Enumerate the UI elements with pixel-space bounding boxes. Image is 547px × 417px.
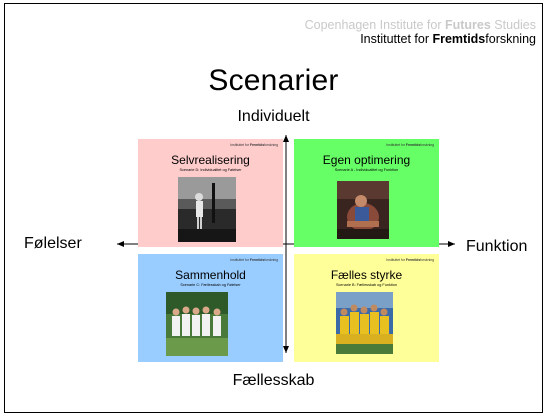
card-institute-label: Instituttet for Fremtidsforskning <box>386 258 434 262</box>
axis-label-faellesskab: Fællesskab <box>232 372 315 389</box>
card-subtitle: Scenarie C: Fællesskab og Følelser <box>180 283 241 287</box>
institute-danish-bold: Fremtids <box>432 32 486 46</box>
card-title: Selvrealisering <box>171 153 250 167</box>
card-title: Fælles styrke <box>330 268 403 282</box>
card-institute-label: Instituttet for Fremtidsforskning <box>230 143 278 147</box>
card-title: Egen optimering <box>322 153 411 167</box>
card-subtitle: Scenarie D: Individualitet og Følelser <box>179 168 242 172</box>
institute-english-suffix: Studies <box>490 18 536 32</box>
seated-person-photo <box>337 181 389 239</box>
institute-danish-prefix: Instituttet for <box>360 32 433 46</box>
institute-english-prefix: Copenhagen Institute for <box>304 18 445 32</box>
institute-danish-suffix: forskning <box>485 32 536 46</box>
scenario-card-sammenhold: Instituttet for Fremtidsforskning Sammen… <box>138 254 283 362</box>
institute-name-english: Copenhagen Institute for Futures Studies <box>305 18 536 32</box>
card-institute-label: Instituttet for Fremtidsforskning <box>386 143 434 147</box>
card-title: Sammenhold <box>175 268 246 282</box>
axis-label-funktion: Funktion <box>466 238 528 255</box>
axis-label-individuelt: Individuelt <box>237 108 310 125</box>
axis-label-foelelser: Følelser <box>24 235 82 252</box>
scenario-card-faelles-styrke: Instituttet for Fremtidsforskning Fælles… <box>294 254 439 362</box>
card-subtitle: Scenarie B: Fællesskab og Funktion <box>336 283 397 287</box>
person-standing-photo <box>178 177 236 242</box>
institute-name-danish: Instituttet for Fremtidsforskning <box>360 32 536 46</box>
card-subtitle: Scenarie A - Individualitet og Funktion <box>334 168 399 172</box>
scenario-card-selvrealisering: Instituttet for Fremtidsforskning Selvre… <box>138 139 283 247</box>
sports-team-photo <box>336 292 393 354</box>
scenario-card-egen-optimering: Instituttet for Fremtidsforskning Egen o… <box>294 139 439 247</box>
slide-title: Scenarier <box>208 64 339 97</box>
institute-english-bold: Futures <box>444 18 491 32</box>
group-of-women-photo <box>166 292 228 356</box>
card-institute-label: Instituttet for Fremtidsforskning <box>230 258 278 262</box>
